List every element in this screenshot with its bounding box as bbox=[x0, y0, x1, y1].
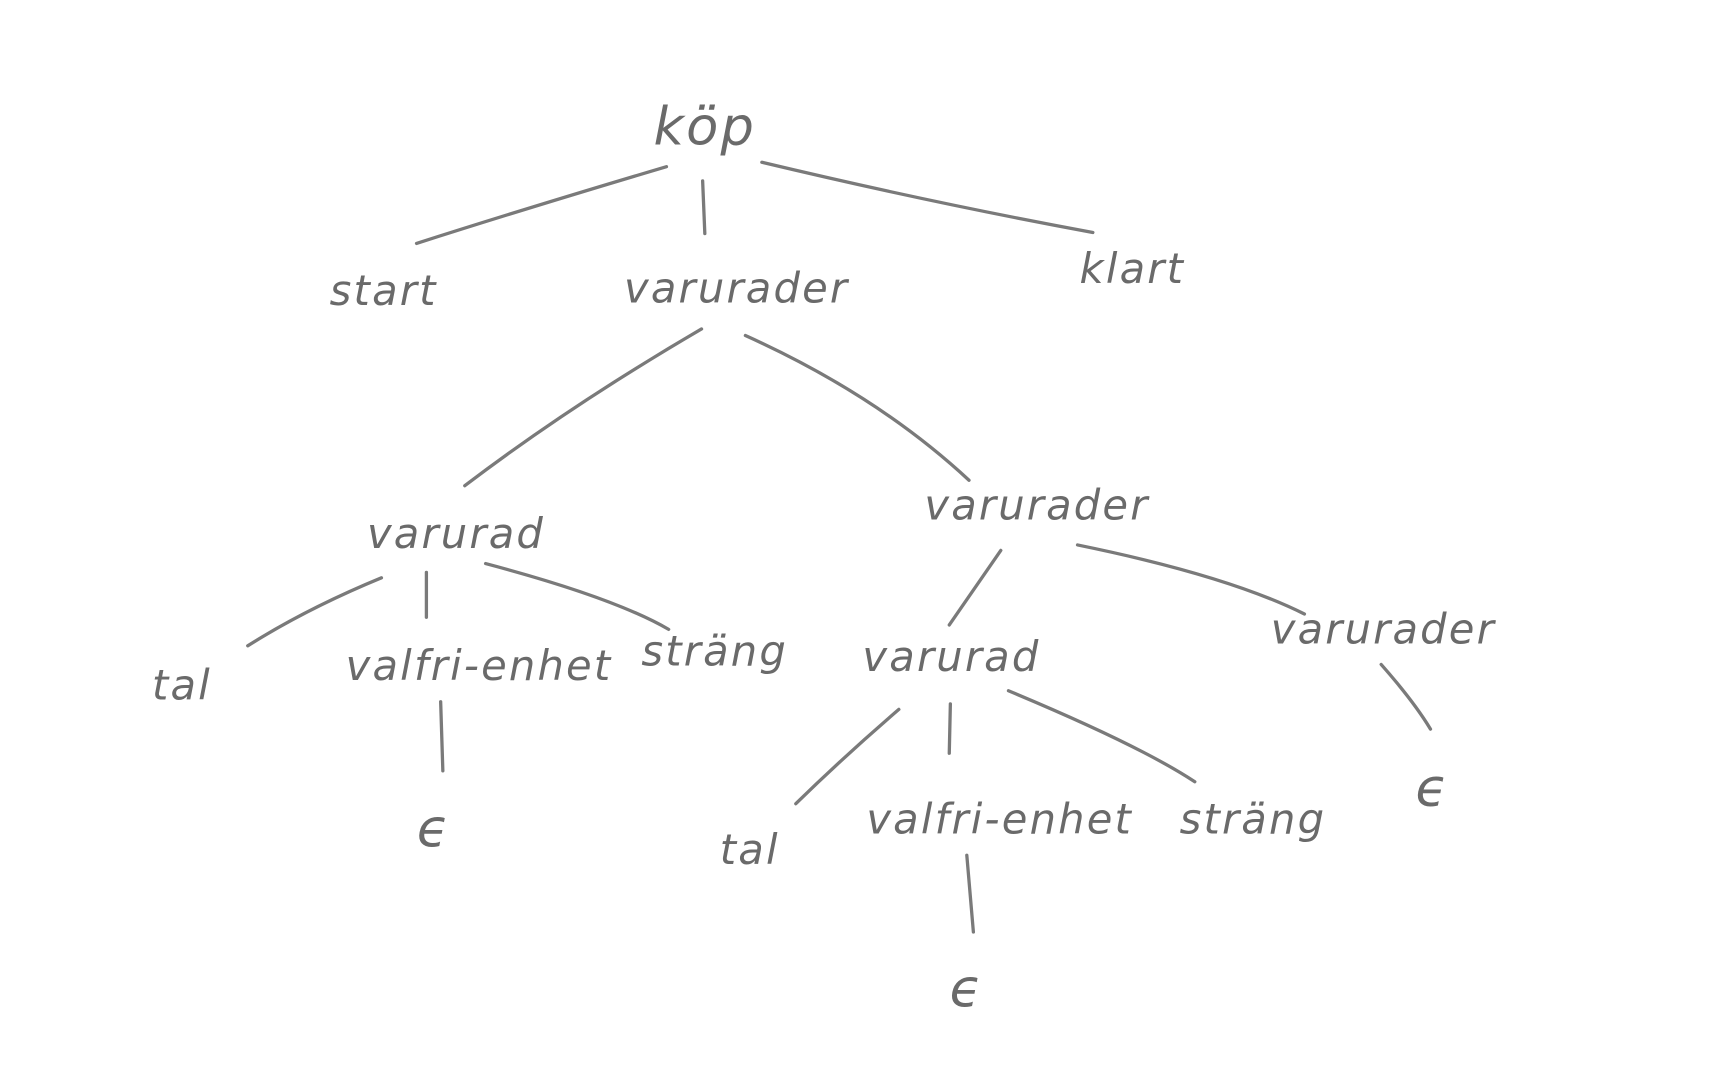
edge-kop-varurader bbox=[700, 179, 707, 236]
edge-varurad1-strang bbox=[483, 561, 671, 632]
node-start: start bbox=[330, 266, 438, 315]
node-klart: klart bbox=[1080, 244, 1186, 293]
node-valfri-enhet: valfri-enhet bbox=[346, 641, 613, 690]
node-epsilon: ϵ bbox=[1415, 758, 1450, 819]
edge-varurad2-tal bbox=[794, 707, 901, 806]
node-varurad: varurad bbox=[862, 632, 1040, 681]
edge-varurader2-varurader bbox=[1075, 543, 1307, 616]
node-varurader: varurader bbox=[1271, 605, 1497, 654]
node-strang: sträng bbox=[641, 627, 788, 676]
edge-varurad2-strang bbox=[1006, 689, 1197, 784]
node-varurader: varurader bbox=[924, 481, 1150, 530]
node-kop: köp bbox=[654, 97, 757, 158]
edge-varurader2-varurad bbox=[947, 548, 1003, 627]
node-tal: tal bbox=[152, 661, 212, 710]
node-valfri-enhet: valfri-enhet bbox=[866, 794, 1133, 843]
edge-valfri2-epsilon bbox=[965, 853, 976, 934]
node-epsilon: ϵ bbox=[950, 959, 985, 1020]
edge-kop-klart bbox=[760, 160, 1095, 235]
edge-varurad2-valfri bbox=[947, 702, 953, 755]
node-tal: tal bbox=[720, 825, 780, 874]
edge-kop-start bbox=[414, 165, 669, 246]
node-varurad: varurad bbox=[367, 509, 545, 558]
node-epsilon: ϵ bbox=[417, 798, 452, 859]
edge-varurader-varurad bbox=[463, 327, 704, 488]
node-strang: sträng bbox=[1180, 794, 1327, 843]
edges bbox=[246, 160, 1433, 934]
node-varurader: varurader bbox=[624, 264, 850, 313]
edge-varurad1-tal bbox=[246, 576, 384, 648]
edge-varurader-varurader bbox=[743, 333, 971, 482]
nodes: köp start varurader klart varurad varura… bbox=[152, 97, 1497, 1020]
edge-varurader3-epsilon bbox=[1379, 662, 1433, 731]
edge-valfri1-epsilon bbox=[439, 700, 445, 773]
